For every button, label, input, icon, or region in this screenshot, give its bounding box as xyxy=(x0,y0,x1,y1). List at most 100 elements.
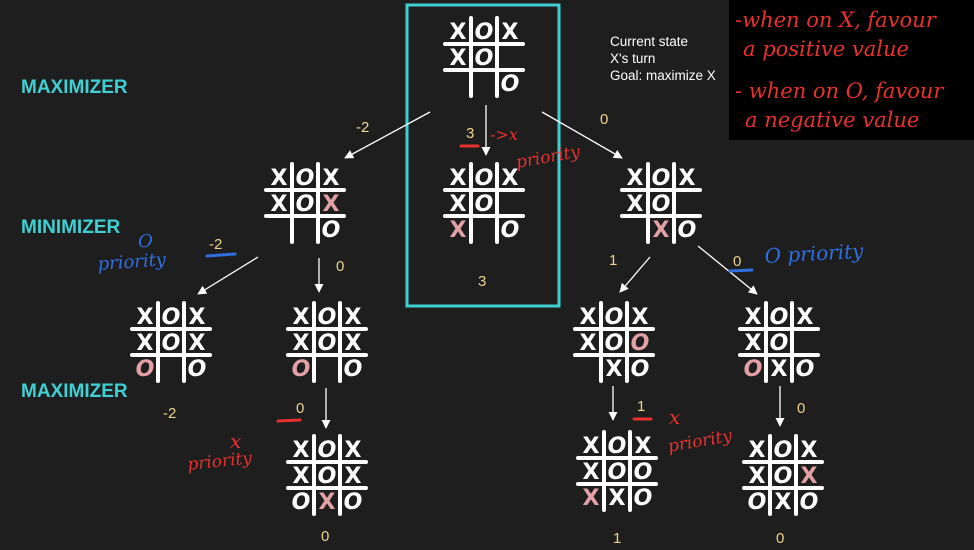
x-mark: X xyxy=(502,166,519,191)
current-state-info: Current state X's turn Goal: maximize X xyxy=(610,33,716,84)
x-mark: X xyxy=(632,305,649,330)
x-mark: X xyxy=(583,460,600,485)
o-mark: O xyxy=(475,192,494,217)
x-mark: X xyxy=(345,305,362,330)
o-mark: O xyxy=(796,357,815,382)
edge-root-m3 xyxy=(541,111,623,159)
o-mark: O xyxy=(501,218,520,243)
x-mark: X xyxy=(271,192,288,217)
o-mark: O xyxy=(652,166,671,191)
x-mark: X xyxy=(679,166,696,191)
annotation-x-n2: x xyxy=(230,429,241,453)
underline-blue-m3 xyxy=(728,268,754,273)
x-mark: X xyxy=(775,490,792,515)
x-mark: X xyxy=(450,166,467,191)
x-mark: X xyxy=(609,486,626,511)
status-line-2: X's turn xyxy=(610,51,656,66)
annotation-o-priority-m3: O priority xyxy=(764,239,865,268)
scores: -2 3 0 3 -2 0 1 0 -2 0 1 0 0 1 0 xyxy=(163,111,805,547)
note-line-4: a negative value xyxy=(745,108,920,132)
o-mark: O xyxy=(344,357,363,382)
x-mark: X xyxy=(583,434,600,459)
x-mark: X xyxy=(345,464,362,489)
underline-blue-m1 xyxy=(205,252,237,258)
score-p4-value: 0 xyxy=(776,530,784,547)
note-line-3: - when on O, favour xyxy=(735,79,944,103)
score-p3-value: 1 xyxy=(613,530,621,547)
edge-m3-n3 xyxy=(619,256,651,293)
o-mark: O xyxy=(188,357,207,382)
tree-edges xyxy=(197,105,785,429)
o-mark: O xyxy=(634,460,653,485)
x-mark: X xyxy=(323,166,340,191)
o-mark: O xyxy=(678,218,697,243)
score-edge-m3-n3: 1 xyxy=(609,252,617,269)
level-label-maximizer-top: MAXIMIZER xyxy=(21,77,128,98)
status-line-1: Current state xyxy=(610,34,689,49)
o-mark: O xyxy=(475,20,494,45)
o-mark: O xyxy=(162,331,181,356)
o-mark: O xyxy=(292,357,311,382)
chosen-branch-highlight xyxy=(405,3,561,308)
x-mark: X xyxy=(627,192,644,217)
score-edge-root-m3: 0 xyxy=(600,111,608,128)
x-mark: X xyxy=(271,166,288,191)
o-mark: O xyxy=(631,331,650,356)
x-mark: X xyxy=(745,331,762,356)
o-mark: O xyxy=(634,486,653,511)
underline-red-n2 xyxy=(276,418,302,423)
x-mark: X xyxy=(450,20,467,45)
note-line-2: a positive value xyxy=(743,37,909,61)
o-mark: O xyxy=(770,331,789,356)
x-mark: X xyxy=(797,305,814,330)
o-mark: O xyxy=(296,166,315,191)
o-mark: O xyxy=(774,438,793,463)
x-mark: X xyxy=(137,331,154,356)
x-mark: X xyxy=(580,331,597,356)
x-mark: X xyxy=(801,464,818,489)
x-mark: X xyxy=(450,46,467,71)
annotation-priority-n2: priority xyxy=(186,448,253,475)
o-mark: O xyxy=(501,72,520,97)
o-mark: O xyxy=(800,490,819,515)
o-mark: O xyxy=(608,434,627,459)
handwritten-annotations: ->x priority O priority O priority x pri… xyxy=(97,125,865,475)
note-line-1: -when on X, favour xyxy=(735,8,936,32)
handwritten-notes-box: -when on X, favour a positive value - wh… xyxy=(729,0,974,140)
x-mark: X xyxy=(801,438,818,463)
score-edge-root-m1: -2 xyxy=(356,119,369,136)
annotation-priority-m1: priority xyxy=(97,249,168,275)
score-m2-value: 3 xyxy=(478,273,486,290)
score-edge-m3-n4: 0 xyxy=(733,253,741,270)
x-mark: X xyxy=(606,357,623,382)
o-mark: O xyxy=(774,464,793,489)
annotation-priority-m2: priority xyxy=(514,142,582,173)
o-mark: O xyxy=(318,464,337,489)
x-mark: X xyxy=(450,218,467,243)
x-mark: X xyxy=(583,486,600,511)
annotation-priority-n3: priority xyxy=(666,426,734,457)
annotation-o-m1: O xyxy=(138,231,153,252)
x-mark: X xyxy=(137,305,154,330)
x-mark: X xyxy=(189,305,206,330)
score-edge-root-m2: 3 xyxy=(466,125,474,142)
x-mark: X xyxy=(345,438,362,463)
score-n1-value: -2 xyxy=(163,405,176,422)
score-edge-n4-p4: 0 xyxy=(797,400,805,417)
x-mark: X xyxy=(293,331,310,356)
x-mark: X xyxy=(627,166,644,191)
x-mark: X xyxy=(293,305,310,330)
o-mark: O xyxy=(475,166,494,191)
x-mark: X xyxy=(771,357,788,382)
o-mark: O xyxy=(318,438,337,463)
o-mark: O xyxy=(318,305,337,330)
score-edge-n2-p2: 0 xyxy=(296,400,304,417)
x-mark: X xyxy=(749,464,766,489)
